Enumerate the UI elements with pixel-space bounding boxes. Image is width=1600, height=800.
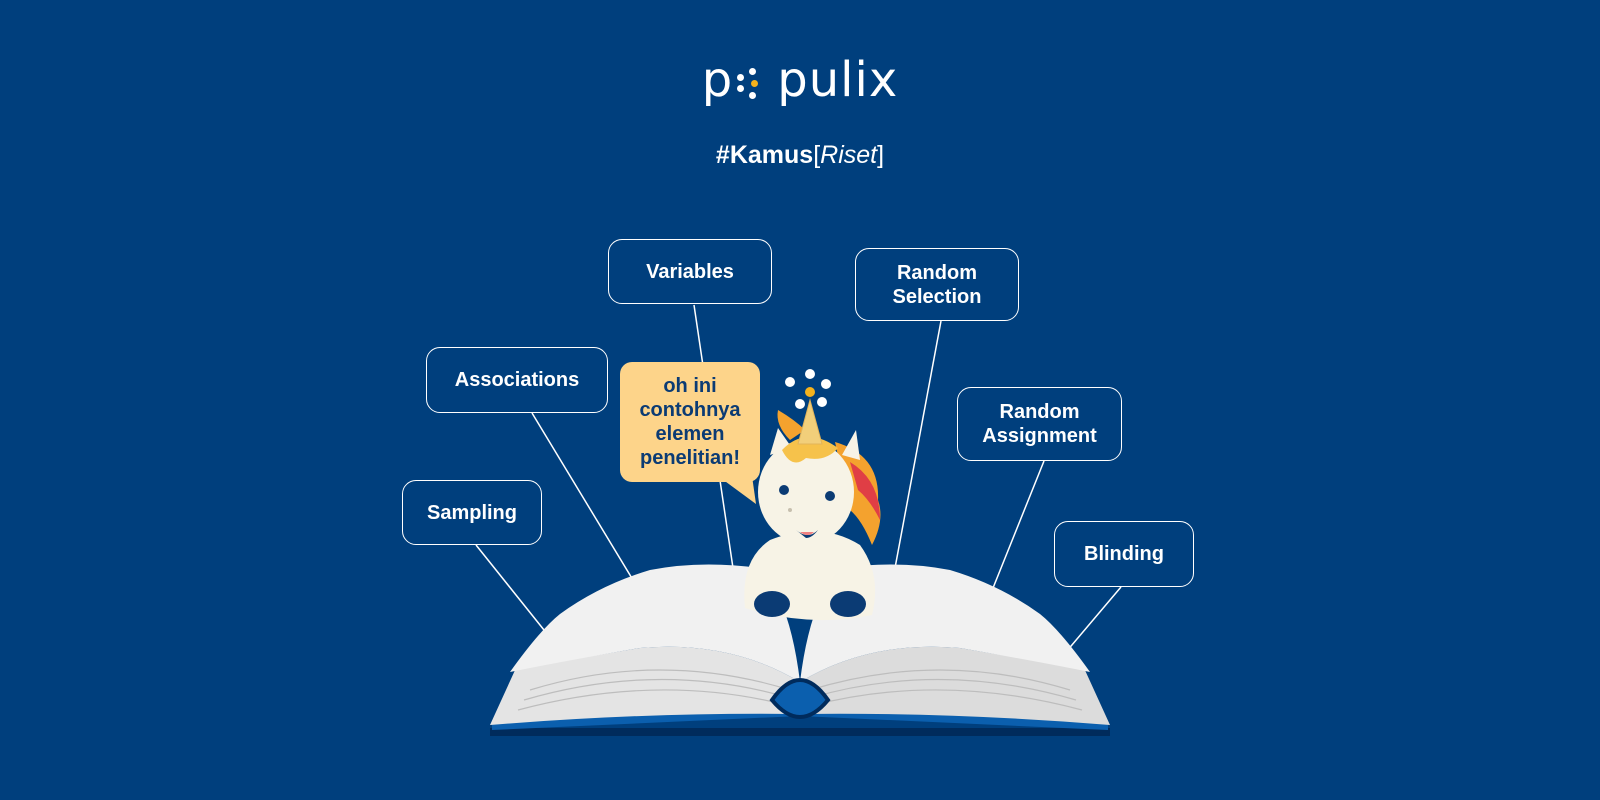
connector-blinding	[1065, 586, 1122, 653]
tagline-close-bracket: ]	[877, 141, 885, 169]
tagline-open-bracket: [	[813, 141, 821, 169]
connector-random-assignment	[988, 460, 1045, 599]
tagline: #Kamus[Riset]	[0, 141, 1600, 170]
logo-suffix: pulix	[777, 52, 899, 108]
speech-bubble: oh ini contohnya elemen penelitian!	[620, 362, 760, 482]
connector-associations	[531, 412, 637, 586]
connector-sampling	[475, 544, 549, 636]
label-random-assignment: Random Assignment	[957, 387, 1122, 461]
label-sampling: Sampling	[402, 480, 542, 545]
label-blinding: Blinding	[1054, 521, 1194, 587]
speech-bubble-tail	[718, 476, 756, 504]
label-random-selection: Random Selection	[855, 248, 1019, 321]
label-variables: Variables	[608, 239, 772, 304]
unicorn-mascot	[744, 369, 881, 621]
tagline-hash: #Kamus	[715, 141, 814, 169]
tagline-italic: Riset	[820, 141, 878, 169]
logo-prefix: p	[701, 52, 734, 108]
connector-random-selection	[894, 320, 942, 569]
logo-dots-icon	[735, 68, 775, 99]
label-associations: Associations	[426, 347, 608, 413]
